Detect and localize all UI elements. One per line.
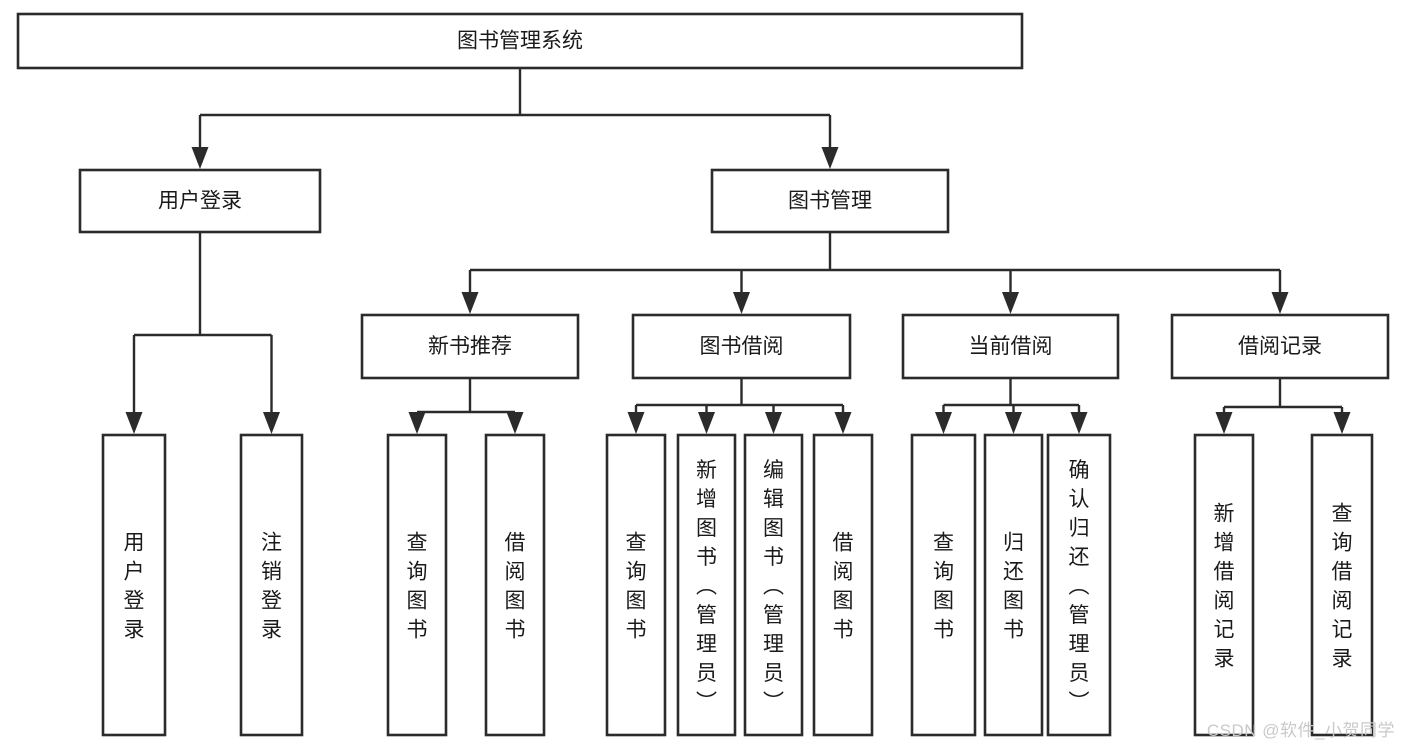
node-level2-0[interactable]: 用户登录 xyxy=(78,168,322,234)
node-label: 借阅记录 xyxy=(1238,335,1322,358)
node-box xyxy=(812,433,874,737)
node-layer: 图书管理系统用户登录图书管理新书推荐图书借阅当前借阅借阅记录用户登录注销登录查询… xyxy=(16,12,1390,737)
node-box xyxy=(676,433,737,737)
node-box xyxy=(605,433,667,737)
node-label: 查询图书 xyxy=(933,532,954,642)
node-label: 编辑图书︵管理员︶ xyxy=(763,459,784,714)
edge-arrowhead xyxy=(935,412,952,434)
node-box xyxy=(239,433,304,737)
node-label: 图书管理系统 xyxy=(457,30,583,53)
node-label: 用户登录 xyxy=(158,190,242,213)
node-label: 新书推荐 xyxy=(428,335,512,358)
edge-arrowhead xyxy=(125,412,143,434)
node-box xyxy=(484,433,546,737)
node-leaf-0[interactable]: 用户登录 xyxy=(101,433,167,737)
node-box xyxy=(1046,433,1112,737)
node-leaf-3[interactable]: 借阅图书 xyxy=(484,433,546,737)
node-box xyxy=(1170,313,1390,380)
node-box xyxy=(101,433,167,737)
node-box xyxy=(360,313,580,380)
node-label: 查询图书 xyxy=(407,532,428,642)
node-label: 查询图书 xyxy=(626,532,647,642)
edge-arrowhead xyxy=(765,412,782,434)
edge-arrowhead xyxy=(1271,292,1289,314)
connector-layer xyxy=(125,68,1351,434)
edge-arrowhead xyxy=(1333,412,1351,434)
edge-arrowhead xyxy=(627,412,645,434)
node-level3-1[interactable]: 图书借阅 xyxy=(631,313,852,380)
edge-arrowhead xyxy=(461,292,479,314)
node-label: 当前借阅 xyxy=(969,335,1053,358)
node-box xyxy=(78,168,322,234)
edge-arrowhead xyxy=(263,412,280,434)
node-box xyxy=(1193,433,1255,737)
edge-arrowhead xyxy=(191,147,209,169)
node-label: 注销登录 xyxy=(261,532,282,642)
node-box xyxy=(743,433,804,737)
node-box xyxy=(16,12,1024,70)
node-leaf-9[interactable]: 归还图书 xyxy=(983,433,1044,737)
node-leaf-7[interactable]: 借阅图书 xyxy=(812,433,874,737)
edge-arrowhead xyxy=(1070,412,1088,434)
node-leaf-1[interactable]: 注销登录 xyxy=(239,433,304,737)
edge-arrowhead xyxy=(698,412,715,434)
node-label: 归还图书 xyxy=(1003,532,1024,642)
node-level2-1[interactable]: 图书管理 xyxy=(710,168,950,234)
edge-arrowhead xyxy=(408,412,426,434)
node-box xyxy=(901,313,1120,380)
node-leaf-8[interactable]: 查询图书 xyxy=(910,433,977,737)
node-leaf-11[interactable]: 新增借阅记录 xyxy=(1193,433,1255,737)
edge-arrowhead xyxy=(1005,412,1022,434)
edge-arrowhead xyxy=(821,147,839,169)
node-label: 新增图书︵管理员︶ xyxy=(696,459,717,714)
node-leaf-5[interactable]: 新增图书︵管理员︶ xyxy=(676,433,737,737)
node-box xyxy=(1310,433,1374,737)
node-root-system[interactable]: 图书管理系统 xyxy=(16,12,1024,70)
node-leaf-6[interactable]: 编辑图书︵管理员︶ xyxy=(743,433,804,737)
node-box xyxy=(631,313,852,380)
node-level3-2[interactable]: 当前借阅 xyxy=(901,313,1120,380)
node-box xyxy=(983,433,1044,737)
edge-arrowhead xyxy=(1002,292,1019,314)
node-box xyxy=(710,168,950,234)
node-leaf-4[interactable]: 查询图书 xyxy=(605,433,667,737)
node-label: 借阅图书 xyxy=(505,532,526,642)
node-label: 借阅图书 xyxy=(833,532,854,642)
node-level3-3[interactable]: 借阅记录 xyxy=(1170,313,1390,380)
node-label: 新增借阅记录 xyxy=(1214,503,1235,671)
node-level3-0[interactable]: 新书推荐 xyxy=(360,313,580,380)
csdn-watermark: CSDN @软件_小贺同学 xyxy=(1206,721,1395,740)
edge-arrowhead xyxy=(506,412,524,434)
node-box xyxy=(386,433,448,737)
node-label: 用户登录 xyxy=(124,532,145,642)
node-label: 图书管理 xyxy=(788,190,872,213)
edge-arrowhead xyxy=(1215,412,1233,434)
node-leaf-12[interactable]: 查询借阅记录 xyxy=(1310,433,1374,737)
node-box xyxy=(910,433,977,737)
node-label: 查询借阅记录 xyxy=(1332,503,1353,671)
edge-arrowhead xyxy=(834,412,852,434)
node-leaf-2[interactable]: 查询图书 xyxy=(386,433,448,737)
node-label: 确认归还︵管理员︶ xyxy=(1069,459,1090,714)
edge-arrowhead xyxy=(733,292,750,314)
node-label: 图书借阅 xyxy=(700,335,784,358)
node-leaf-10[interactable]: 确认归还︵管理员︶ xyxy=(1046,433,1112,737)
